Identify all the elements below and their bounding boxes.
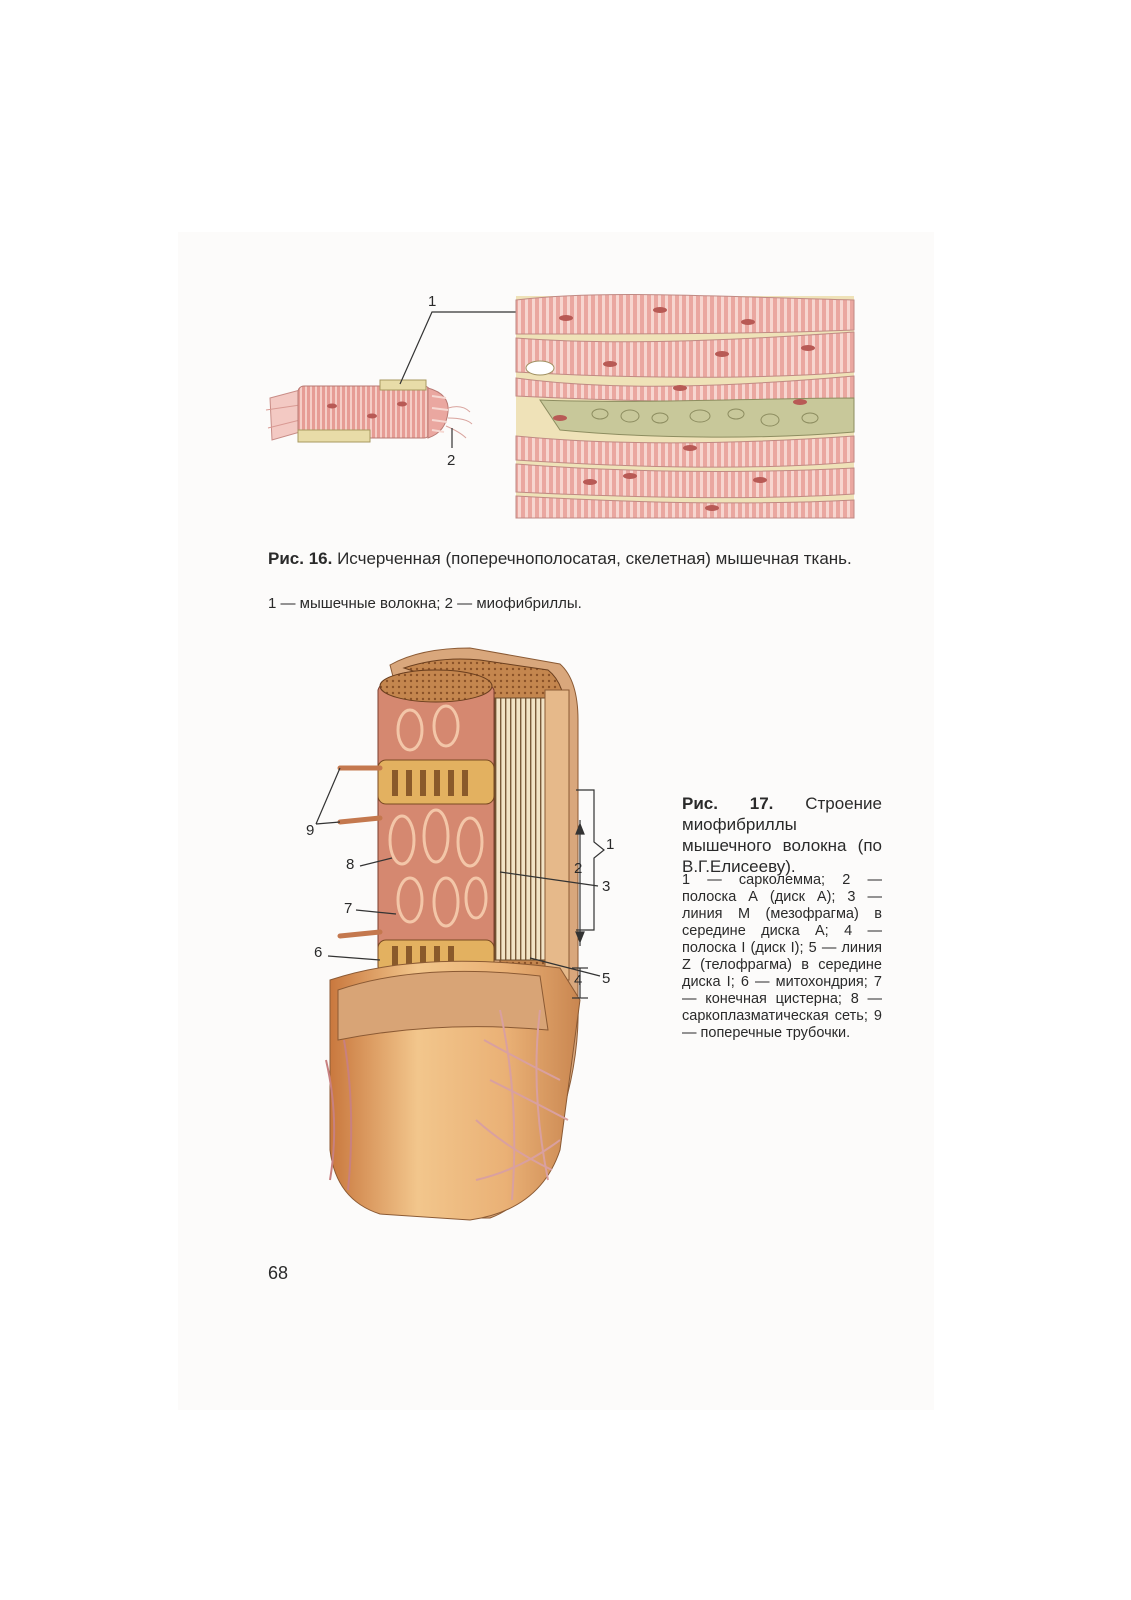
figure-17-label-3: 3 xyxy=(602,878,611,895)
figure-17-label-7: 7 xyxy=(344,900,353,917)
figure-17-label-1: 1 xyxy=(606,836,615,853)
figure-16-caption-prefix: Рис. 16. xyxy=(268,549,333,568)
figure-17-label-2: 2 xyxy=(574,860,583,877)
figure-17-label-6: 6 xyxy=(314,944,323,961)
figure-16-label-1: 1 xyxy=(428,293,437,310)
figure-17-caption-prefix: Рис. 17. xyxy=(682,794,774,813)
muscle-tissue-block xyxy=(515,294,855,519)
muscle-fiber-bundle-small xyxy=(265,379,473,443)
figure-17-label-9: 9 xyxy=(306,822,315,839)
figure-16-caption-text: Исчерченная (поперечнополосатая, скелетн… xyxy=(337,549,852,568)
figure-17-caption-text: Строение миофибриллы мышечного волокна (… xyxy=(682,794,882,876)
page-number: 68 xyxy=(268,1263,289,1283)
figure-16-legend: 1 — мышечные волокна; 2 — миофибриллы. xyxy=(268,595,582,612)
figure-17-label-8: 8 xyxy=(346,856,355,873)
figure-17-label-5: 5 xyxy=(602,970,611,987)
figure-17-label-4: 4 xyxy=(574,972,583,989)
figure-17-caption: Рис. 17. Строение миофибриллы мышечного … xyxy=(682,793,882,877)
figure-16-leaders xyxy=(399,311,518,448)
figure-17-illustration xyxy=(315,647,605,1221)
figure-17-legend: 1 — сарколемма; 2 — полоска А (диск А); … xyxy=(682,872,882,1041)
figure-16-caption: Рис. 16. Исчерченная (поперечнополосатая… xyxy=(268,548,880,570)
figure-16-label-2: 2 xyxy=(447,452,456,469)
